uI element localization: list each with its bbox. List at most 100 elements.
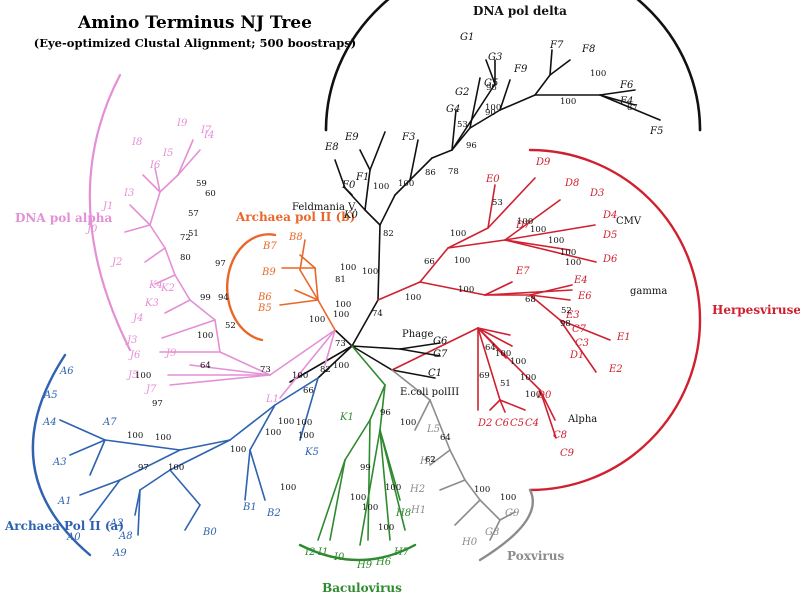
leaf-label: F4	[619, 96, 633, 107]
bootstrap-label: 59	[196, 179, 207, 189]
bootstrap-label: 100	[450, 229, 466, 239]
tree-title: Amino Terminus NJ Tree	[77, 13, 312, 33]
leaf-label: B8	[288, 232, 303, 243]
bootstrap-label: 100	[525, 390, 541, 400]
tree-branch	[559, 319, 611, 341]
tree-branch	[477, 327, 513, 347]
tree-branch	[274, 377, 319, 406]
note-feldmania: Feldmania V.	[292, 202, 357, 213]
leaf-label: G3	[488, 52, 502, 63]
bootstrap-label: 100	[398, 179, 414, 189]
tree-branch	[269, 329, 336, 376]
tree-branch	[419, 281, 486, 296]
tree-branch	[499, 399, 526, 411]
bootstrap-label: 100	[155, 433, 171, 443]
leaf-label: J6	[128, 350, 141, 361]
tree-branch	[351, 345, 386, 386]
leaf-label: C9	[560, 448, 575, 459]
bootstrap-label: 86	[425, 168, 436, 178]
leaf-label: B0	[202, 527, 217, 538]
tree-branch	[499, 511, 516, 521]
bootstrap-label: 100	[458, 285, 474, 295]
bootstrap-label: 82	[383, 229, 394, 239]
tree-branch	[369, 384, 386, 421]
tree-branch	[364, 209, 381, 226]
tree-branch	[142, 174, 161, 193]
leaf-label: F6	[619, 80, 634, 91]
leaf-label: D6	[602, 254, 618, 265]
leaf-label: B6	[257, 292, 272, 303]
leaf-label: I9	[176, 118, 188, 129]
bootstrap-label: 82	[320, 365, 331, 375]
leaf-label: A8	[118, 531, 133, 542]
tree-branch	[299, 269, 319, 301]
bootstrap-label: 94	[218, 293, 229, 303]
leaf-label: C4	[525, 418, 539, 429]
bootstrap-label: 100	[500, 493, 516, 503]
tree-branch	[359, 149, 371, 171]
tree-branch	[449, 449, 466, 481]
leaf-label: H0	[461, 537, 478, 548]
bootstrap-label: 100	[520, 373, 536, 383]
tree-branch	[439, 479, 466, 491]
tree-branch	[189, 364, 271, 376]
tree-branch	[279, 329, 336, 399]
leaf-label: K4	[148, 280, 163, 291]
leaf-label: D3	[589, 188, 604, 199]
leaf-label: D5	[602, 230, 617, 241]
bootstrap-label: 100	[335, 300, 351, 310]
tree-branch	[144, 247, 166, 263]
tree-branch	[139, 469, 171, 491]
tree-branch	[391, 327, 479, 371]
tree-branch	[409, 157, 433, 181]
bootstrap-label: 62	[425, 455, 436, 465]
note-cmv: CMV	[616, 216, 642, 227]
leaf-label: F1	[355, 172, 369, 183]
tree-branch	[177, 149, 201, 176]
bootstrap-label: 97	[138, 463, 149, 473]
archaea-b-bracket	[225, 233, 277, 342]
clade-label-alpha_dna: DNA pol alpha	[15, 211, 112, 225]
tree-branch	[129, 204, 151, 226]
bootstrap-label: 100	[400, 418, 416, 428]
leaf-label: J1	[101, 201, 113, 212]
leaf-label: D9	[535, 157, 551, 168]
tree-branch	[89, 479, 121, 521]
tree-branch	[534, 74, 551, 96]
tree-branch	[479, 499, 501, 521]
tree-branch	[244, 449, 251, 501]
leaf-label: K3	[144, 298, 159, 309]
tree-branch	[137, 489, 141, 536]
leaf-label: A5	[43, 390, 58, 401]
bootstrap-label: 53	[492, 198, 503, 208]
tree-branch	[549, 49, 553, 76]
leaf-label: K5	[304, 447, 319, 458]
leaf-label: G1	[460, 32, 474, 43]
leaf-label: G8	[485, 527, 499, 538]
bootstrap-label: 96	[466, 141, 477, 151]
tree-branch	[469, 109, 501, 129]
bootstrap-label: 99	[200, 293, 211, 303]
tree-branch	[329, 459, 346, 541]
tree-branch	[409, 139, 419, 181]
leaf-label: I1	[317, 547, 328, 558]
bootstrap-label: 64	[440, 433, 451, 443]
tree-branch	[504, 224, 596, 241]
bootstrap-label: 97	[152, 399, 163, 409]
tree-branch	[344, 419, 371, 461]
tree-branch	[499, 94, 536, 111]
tree-branch	[189, 299, 216, 321]
bootstrap-label: 72	[180, 233, 191, 243]
tree-branch	[149, 224, 166, 249]
tree-branch	[164, 299, 191, 314]
tree-branch	[504, 239, 597, 263]
leaf-label: E1	[616, 332, 631, 343]
bootstrap-label: 69	[479, 371, 490, 381]
bootstrap-label: 100	[230, 445, 246, 455]
note-ecoli: E.coli polIII	[400, 387, 459, 398]
tree-branch	[351, 345, 401, 350]
clade-brackets	[31, 0, 702, 562]
tree-branch	[317, 345, 353, 379]
tree-branch	[124, 224, 151, 233]
bootstrap-label: 51	[500, 379, 511, 389]
